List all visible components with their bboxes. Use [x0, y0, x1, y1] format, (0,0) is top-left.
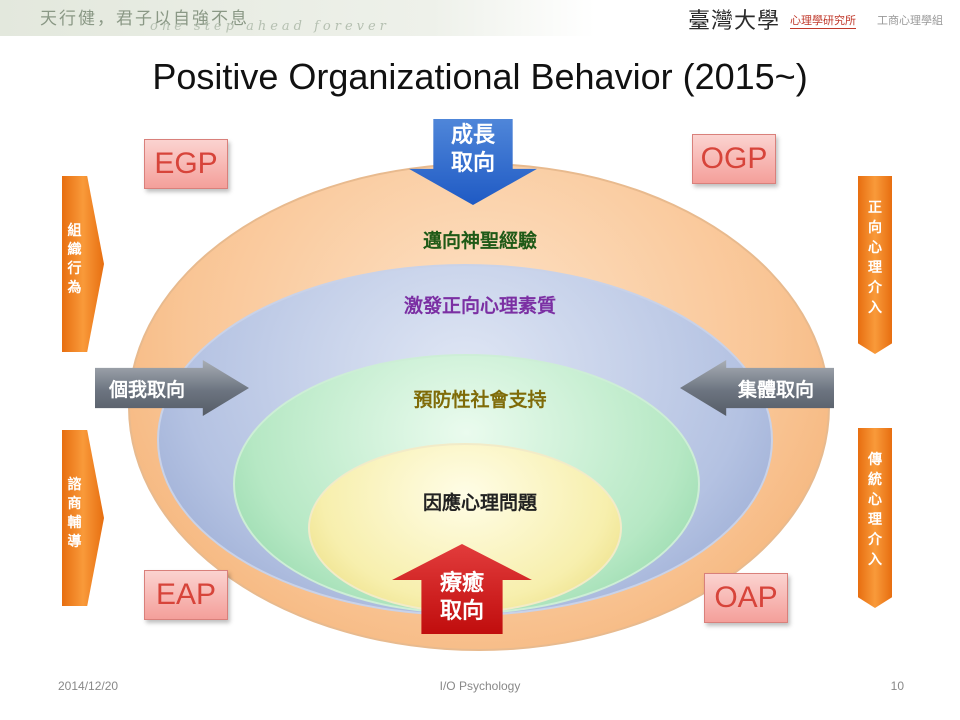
collective-orientation-label: 集體取向 — [738, 379, 815, 401]
char: 入 — [868, 552, 882, 568]
university-logo: 臺灣大學 — [688, 9, 781, 34]
right-arrow-traditional-intervention: 傳 統 心 理 介 入 — [858, 428, 892, 608]
char: 為 — [67, 280, 82, 296]
char: 輔 — [67, 515, 82, 531]
corner-box-oap: OAP — [704, 573, 788, 623]
char: 傳 — [868, 452, 882, 468]
growth-arrow-line2: 取向 — [450, 151, 495, 176]
corner-box-egp: EGP — [144, 139, 228, 189]
char: 織 — [67, 242, 82, 258]
footer-page-number: 10 — [890, 679, 904, 693]
healing-arrow-line1: 療癒 — [439, 571, 484, 596]
right-arrow-positive-intervention: 正 向 心 理 介 入 — [858, 176, 892, 354]
outer-ellipse-label: 邁向神聖經驗 — [422, 230, 537, 252]
char: 心 — [868, 492, 882, 508]
corner-box-eap: EAP — [144, 570, 228, 620]
char: 向 — [868, 220, 882, 236]
corner-box-ogp: OGP — [692, 134, 776, 184]
second-ellipse-label: 激發正向心理素質 — [403, 295, 556, 317]
char: 介 — [868, 532, 882, 548]
char: 正 — [868, 200, 882, 216]
char: 入 — [868, 300, 882, 316]
individual-orientation-label: 個我取向 — [109, 379, 186, 401]
char: 行 — [67, 261, 82, 277]
department-link[interactable]: 心理學研究所 — [790, 14, 856, 29]
motto-english: one step ahead forever — [150, 19, 390, 34]
char: 理 — [868, 512, 882, 528]
char: 統 — [868, 472, 882, 488]
char: 介 — [868, 280, 882, 296]
char: 心 — [868, 240, 882, 256]
left-arrow-organizational-behavior: 組 織 行 為 — [62, 176, 104, 352]
left-arrow-counseling: 諮 商 輔 導 — [62, 430, 104, 606]
inner-ellipse-label: 因應心理問題 — [422, 492, 537, 514]
char: 組 — [67, 223, 82, 239]
char: 諮 — [67, 477, 82, 493]
header-banner: 天行健，君子以自強不息 one step ahead forever 臺灣大學 … — [0, 0, 960, 36]
group-label: 工商心理學組 — [877, 14, 943, 27]
motto-calligraphy: 天行健，君子以自強不息 — [40, 9, 249, 29]
char: 導 — [67, 534, 82, 550]
healing-arrow-line2: 取向 — [439, 599, 484, 624]
footer-center: I/O Psychology — [439, 679, 521, 693]
footer-date: 2014/12/20 — [58, 679, 119, 693]
char: 理 — [868, 260, 882, 276]
third-ellipse-label: 預防性社會支持 — [413, 389, 547, 411]
slide-title: Positive Organizational Behavior (2015~) — [152, 56, 808, 97]
char: 商 — [67, 496, 82, 512]
growth-arrow-line1: 成長 — [450, 123, 495, 148]
